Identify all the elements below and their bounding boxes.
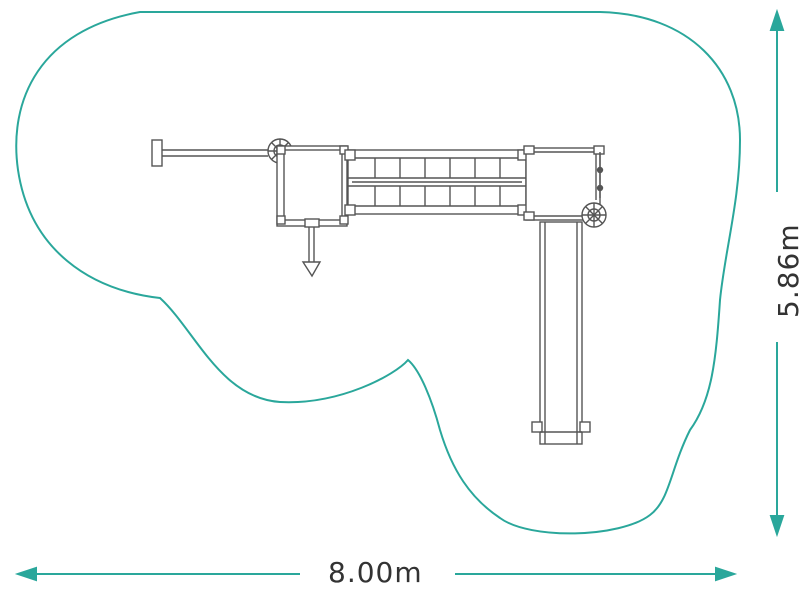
spring-rider bbox=[301, 218, 322, 278]
safety-zone-outline bbox=[15, 11, 742, 535]
height-dimension-label: 5.86m bbox=[772, 223, 801, 318]
bridge bbox=[344, 149, 529, 216]
slide bbox=[531, 221, 591, 445]
left-bar-end-cap bbox=[151, 139, 163, 167]
width-dimension-label: 8.00m bbox=[318, 559, 433, 587]
height-dimension-arrow bbox=[769, 8, 785, 538]
right-steering-wheel bbox=[581, 202, 607, 228]
left-platform bbox=[276, 145, 348, 227]
width-dimension-arrow bbox=[14, 566, 738, 582]
height-dimension-label-wrapper: 5.86m bbox=[757, 223, 801, 326]
equipment-structure bbox=[151, 138, 607, 445]
